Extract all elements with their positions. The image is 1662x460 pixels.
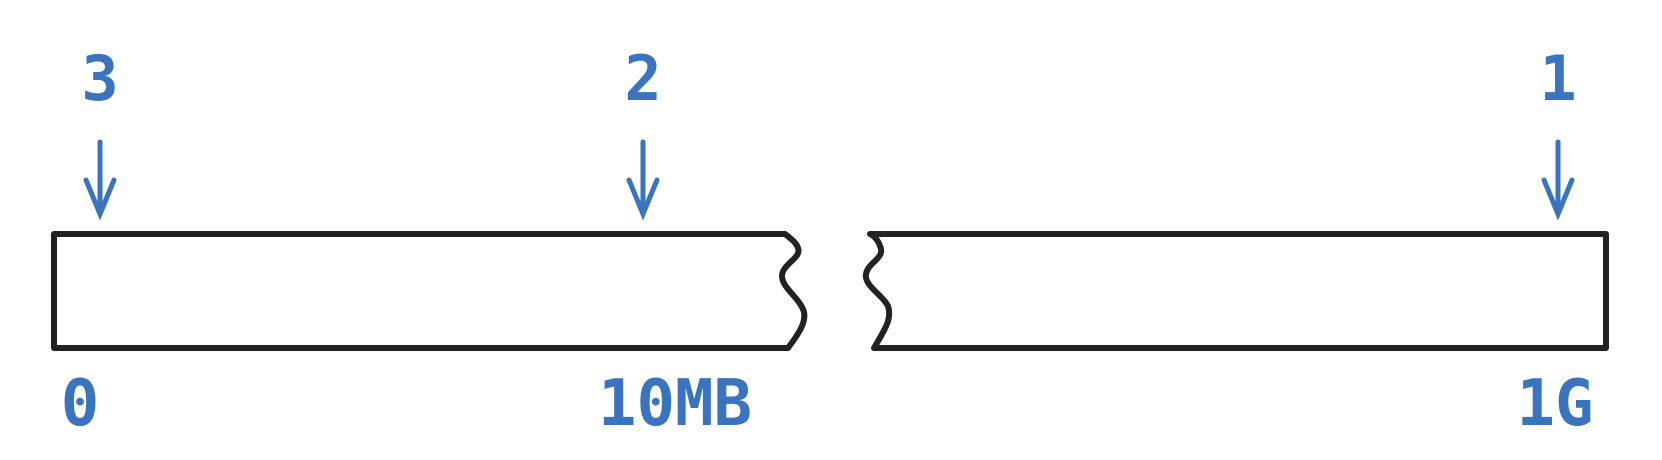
marker-3: 3 [81,42,119,221]
memory-bar-left-segment [51,231,808,351]
axis-label-middle: 10MB [598,367,752,441]
marker-1: 1 [1539,42,1577,221]
marker-2-number: 2 [624,42,661,115]
marker-3-number: 3 [81,42,118,115]
marker-1-number: 1 [1539,42,1576,115]
axis-label-end: 1G [1516,367,1593,441]
marker-2-arrow-icon [626,139,660,221]
memory-bar-right-segment [862,231,1609,351]
marker-1-arrow-icon [1541,139,1575,221]
marker-2: 2 [624,42,662,221]
axis-label-start: 0 [61,367,100,441]
marker-3-arrow-icon [83,139,117,221]
